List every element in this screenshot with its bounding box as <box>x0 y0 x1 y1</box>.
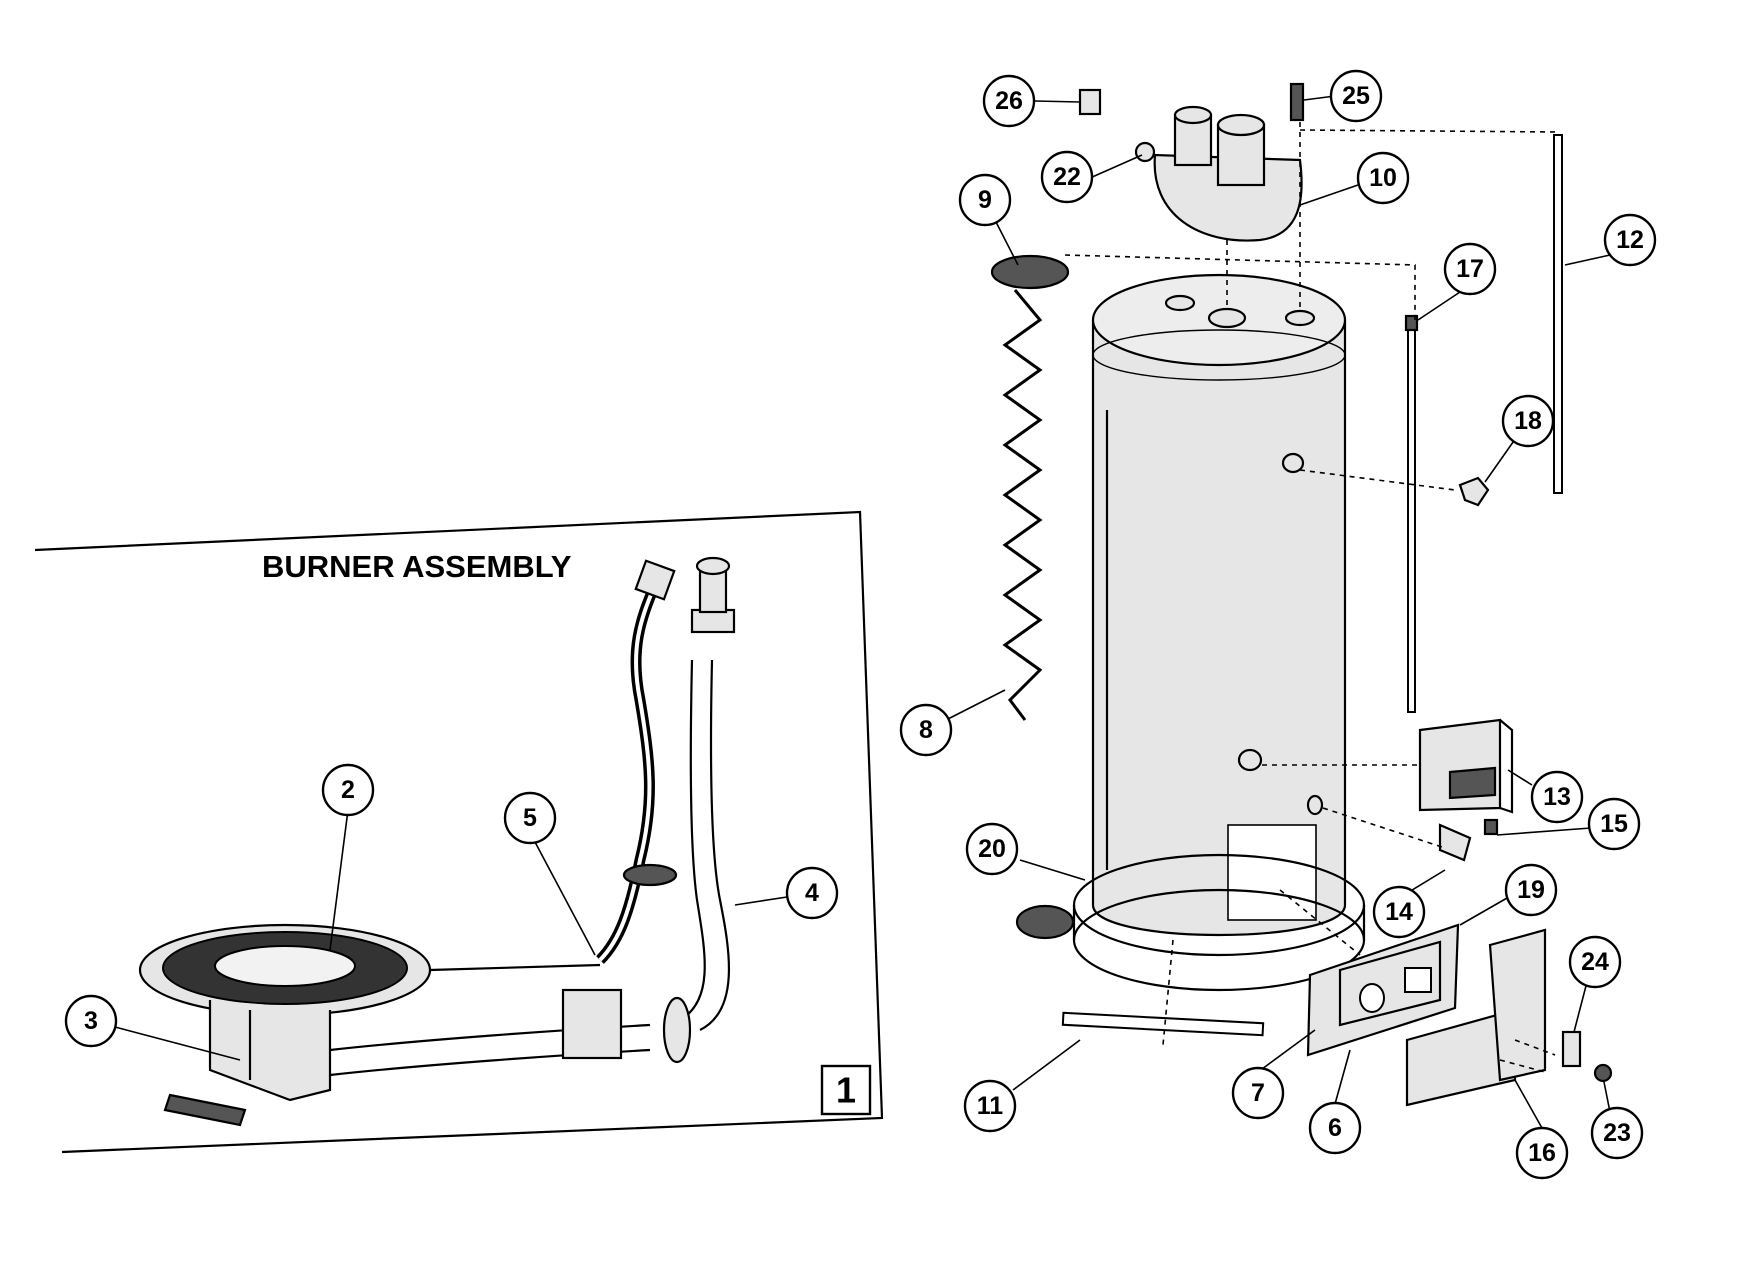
callout-3: 3 <box>64 994 118 1048</box>
callout-17: 17 <box>1443 242 1497 296</box>
svg-text:25: 25 <box>1342 82 1370 110</box>
callout-19: 19 <box>1504 863 1558 917</box>
callout-26: 26 <box>982 74 1036 128</box>
assembly-lines <box>1064 122 1559 1073</box>
callout-23: 23 <box>1590 1106 1644 1160</box>
callout-24: 24 <box>1568 935 1622 989</box>
callout-14: 14 <box>1372 885 1426 939</box>
callout-22: 22 <box>1040 150 1094 204</box>
pilot-tube <box>662 556 736 1064</box>
svg-text:7: 7 <box>1251 1079 1265 1107</box>
callout-8: 8 <box>899 703 953 757</box>
drain-valve <box>1438 818 1499 862</box>
svg-text:22: 22 <box>1053 163 1081 191</box>
inset-number: 1 <box>836 1070 856 1111</box>
svg-text:14: 14 <box>1385 898 1413 926</box>
callout-12: 12 <box>1603 213 1657 267</box>
callout-7: 7 <box>1231 1066 1285 1120</box>
svg-text:26: 26 <box>995 87 1023 115</box>
callout-9: 9 <box>958 173 1012 227</box>
flue-baffle <box>1002 289 1043 721</box>
svg-text:23: 23 <box>1603 1119 1631 1147</box>
svg-text:9: 9 <box>978 186 992 214</box>
svg-text:19: 19 <box>1517 876 1545 904</box>
svg-text:18: 18 <box>1514 407 1542 435</box>
tank-body <box>1091 273 1347 937</box>
fitting-25 <box>1289 82 1305 122</box>
svg-text:11: 11 <box>977 1092 1004 1120</box>
thermocouple-lead <box>429 559 678 1060</box>
callout-6: 6 <box>1308 1101 1362 1155</box>
svg-text:3: 3 <box>84 1007 98 1035</box>
svg-text:8: 8 <box>919 716 933 744</box>
callout-5: 5 <box>503 791 557 845</box>
callout-4: 4 <box>785 866 839 920</box>
svg-text:10: 10 <box>1369 164 1397 192</box>
svg-text:6: 6 <box>1328 1114 1342 1142</box>
callout-2: 2 <box>321 763 375 817</box>
burner-bracket <box>163 1000 332 1127</box>
relief-valve <box>1458 476 1490 507</box>
callout-16: 16 <box>1515 1126 1569 1180</box>
fitting-26 <box>1078 88 1102 116</box>
callout-18: 18 <box>1501 394 1555 448</box>
bracket-24 <box>1561 1030 1582 1068</box>
dip-tube-17 <box>1404 314 1419 713</box>
outer-door <box>1405 928 1547 1107</box>
svg-text:12: 12 <box>1616 226 1644 254</box>
screw-23 <box>1593 1063 1613 1083</box>
inset-title: BURNER ASSEMBLY <box>262 549 572 584</box>
callout-11: 11 <box>963 1079 1017 1133</box>
inner-door <box>1306 923 1460 1057</box>
inset-number-box <box>820 1064 872 1116</box>
callout-20: 20 <box>965 822 1019 876</box>
base-pan <box>1015 853 1366 992</box>
svg-text:16: 16 <box>1528 1139 1556 1167</box>
inset-border <box>34 510 884 1154</box>
burner-disc <box>138 923 432 1017</box>
svg-text:17: 17 <box>1456 255 1484 283</box>
callout-25: 25 <box>1329 69 1383 123</box>
callout-15: 15 <box>1587 797 1641 851</box>
svg-text:24: 24 <box>1581 948 1609 976</box>
svg-text:13: 13 <box>1543 783 1571 811</box>
burner-assembly-inset: BURNER ASSEMBLY 1 <box>34 510 884 1154</box>
svg-text:2: 2 <box>341 776 355 804</box>
baffle-ring <box>990 254 1070 290</box>
anode-rod-12 <box>1553 134 1563 494</box>
svg-text:5: 5 <box>523 804 537 832</box>
svg-text:20: 20 <box>978 835 1006 863</box>
base-strap <box>1061 1011 1265 1037</box>
flue-cap <box>1134 105 1303 242</box>
leader-lines <box>114 95 1611 1129</box>
gas-control <box>1418 718 1514 814</box>
callout-13: 13 <box>1530 770 1584 824</box>
svg-text:15: 15 <box>1600 810 1628 838</box>
svg-text:4: 4 <box>805 879 819 907</box>
callout-10: 10 <box>1356 151 1410 205</box>
